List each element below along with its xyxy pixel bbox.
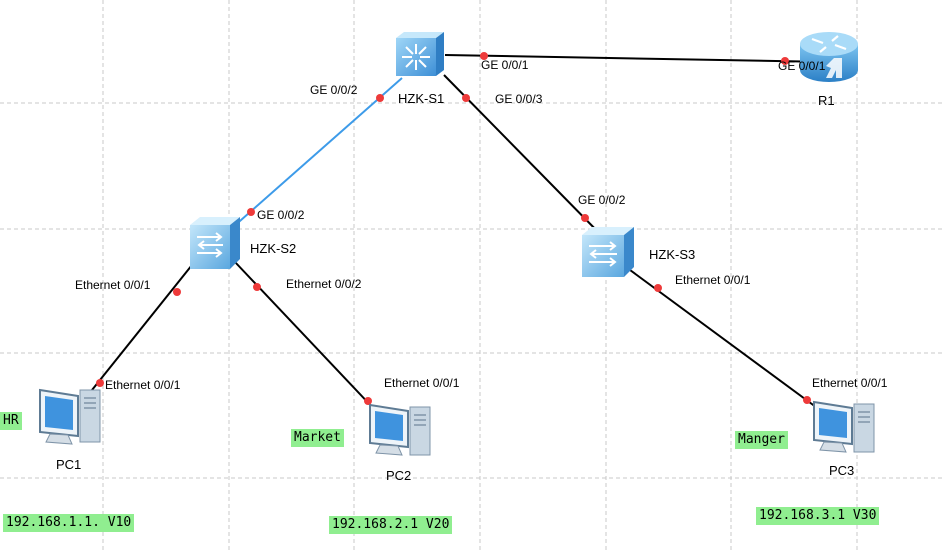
port-label-r1-s1: GE 0/0/1 (778, 59, 826, 73)
tag-ip-v10: 192.168.1.1. V10 (3, 514, 135, 532)
device-pc3[interactable] (810, 398, 878, 458)
port-dot-s3-pc3[interactable] (654, 284, 662, 292)
port-dot-pc3-s3[interactable] (803, 396, 811, 404)
port-dot-pc1-s2[interactable] (96, 379, 104, 387)
port-dot-s2-s1[interactable] (247, 208, 255, 216)
port-dot-s2-pc1[interactable] (173, 288, 181, 296)
port-dot-s1-r1[interactable] (480, 52, 488, 60)
link-s1-s2[interactable] (231, 77, 403, 229)
link-s3-pc3[interactable] (629, 269, 821, 411)
device-hzk-s2[interactable] (188, 215, 242, 271)
device-label-pc2: PC2 (386, 468, 412, 483)
device-label-pc3: PC3 (829, 463, 855, 478)
port-label-s2-pc1: Ethernet 0/0/1 (75, 278, 151, 292)
port-label-pc1-s2: Ethernet 0/0/1 (105, 378, 181, 392)
port-label-pc3-s3: Ethernet 0/0/1 (812, 376, 888, 390)
device-label-pc1: PC1 (56, 457, 82, 472)
router-icon (800, 32, 858, 82)
port-label-s1-s3: GE 0/0/3 (495, 92, 543, 106)
port-dot-s1-s3[interactable] (462, 94, 470, 102)
port-label-s3-pc3: Ethernet 0/0/1 (675, 273, 751, 287)
tag-market: Market (291, 429, 344, 447)
device-pc2[interactable] (366, 401, 434, 461)
device-label-hzk-s1: HZK-S1 (398, 91, 445, 106)
link-s2-pc1[interactable] (87, 254, 201, 396)
port-label-s1-s2: GE 0/0/2 (310, 83, 358, 97)
port-label-pc2-s2: Ethernet 0/0/1 (384, 376, 460, 390)
device-r1[interactable] (798, 28, 860, 84)
core-switch-icon (396, 32, 444, 76)
device-label-hzk-s2: HZK-S2 (250, 241, 297, 256)
port-dot-s2-pc2[interactable] (253, 283, 261, 291)
port-label-s3-s1: GE 0/0/2 (578, 193, 626, 207)
switch-icon (190, 217, 240, 269)
port-dot-r1-s1[interactable] (781, 57, 789, 65)
tag-hr: HR (0, 412, 22, 430)
port-dots (96, 52, 811, 405)
port-label-s2-pc2: Ethernet 0/0/2 (286, 277, 362, 291)
device-hzk-s3[interactable] (580, 225, 636, 281)
port-dot-s3-s1[interactable] (581, 214, 589, 222)
port-label-s2-s1: GE 0/0/2 (257, 208, 305, 222)
link-s1-s3[interactable] (443, 74, 607, 241)
device-label-r1: R1 (818, 93, 835, 108)
tag-manger: Manger (735, 431, 788, 449)
port-dot-pc2-s2[interactable] (364, 397, 372, 405)
port-dot-s1-s2[interactable] (376, 94, 384, 102)
pc-icon (369, 403, 431, 456)
pc-icon (39, 388, 101, 445)
tag-ip-v20: 192.168.2.1 V20 (329, 516, 453, 534)
device-pc1[interactable] (36, 384, 104, 454)
port-label-s1-r1: GE 0/0/1 (481, 58, 529, 72)
link-s1-r1[interactable] (444, 54, 831, 63)
device-hzk-s1[interactable] (394, 30, 446, 80)
tag-ip-v30: 192.168.3.1 V30 (756, 507, 880, 525)
pc-icon (813, 400, 875, 453)
switch-icon (582, 227, 634, 277)
device-label-hzk-s3: HZK-S3 (649, 247, 696, 262)
